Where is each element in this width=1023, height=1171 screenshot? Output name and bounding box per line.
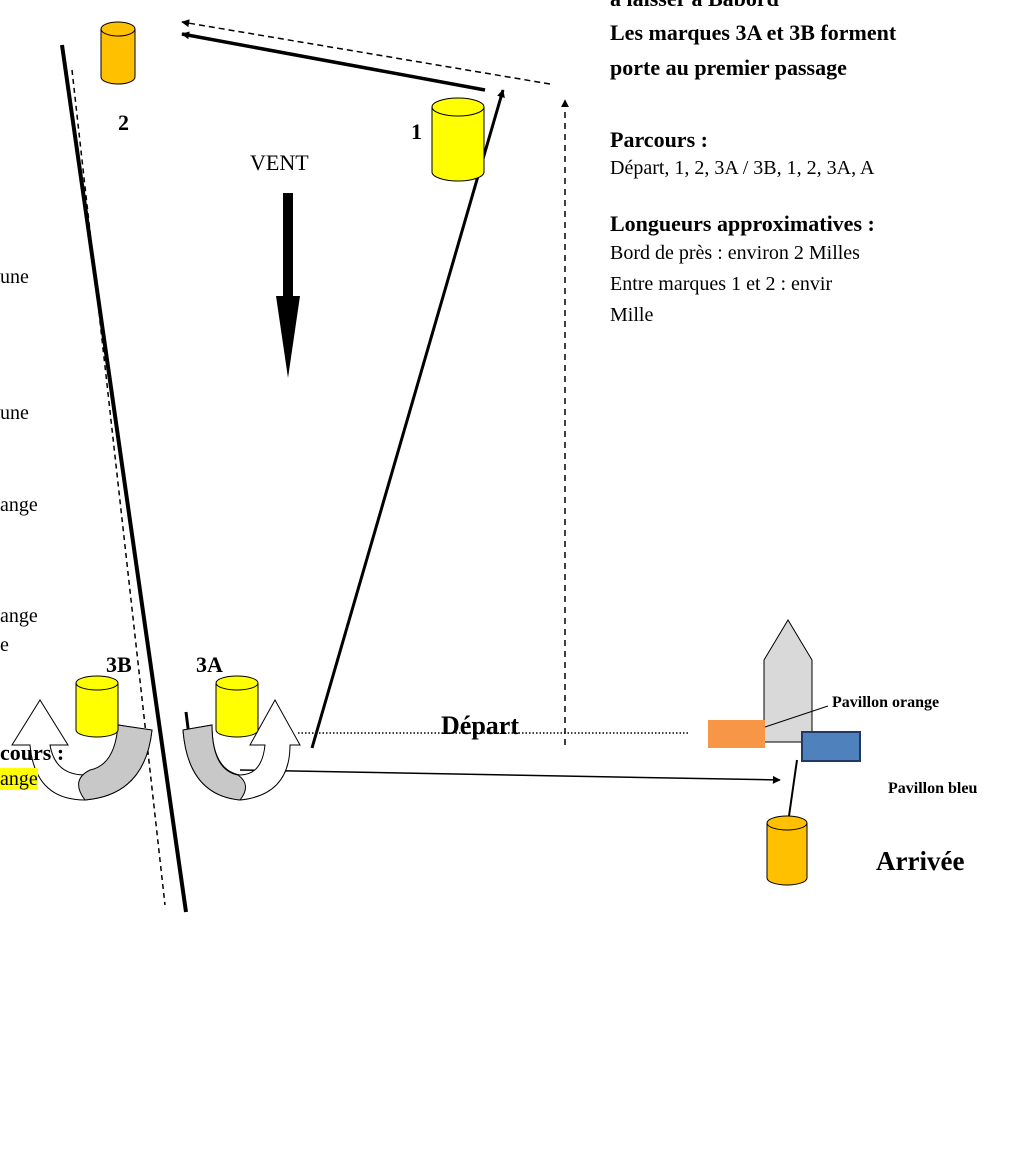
left-fragment-4: ange [0,605,38,627]
parcours-text: Départ, 1, 2, 3A / 3B, 1, 2, 3A, A [610,157,875,179]
committee-boat [763,619,813,743]
mark-1-label: 1 [411,119,422,144]
blue-flag [801,731,861,762]
longueur-line1: Bord de près : environ 2 Milles [610,242,860,264]
orange-flag-label: Pavillon orange [832,694,940,711]
wind-arrow [276,193,300,378]
header-line1: à laisser à Babord [610,0,779,12]
buoy-3a-yellow [215,675,259,738]
start-label: Départ [441,711,519,740]
highlight-text: ange [0,768,38,790]
longueur-line3: Mille [610,304,654,326]
mark-3b-label: 3B [106,652,132,677]
left-fragment-2: une [0,402,29,424]
orange-flag [708,720,765,748]
header-line2: Les marques 3A et 3B forment [610,20,897,45]
left-parcours-highlight: ange [0,768,38,791]
blue-flag-label: Pavillon bleu [888,780,978,797]
left-fragment-1: une [0,266,29,288]
leg-1-to-2 [181,31,486,92]
buoy-2-orange [100,21,136,85]
rounding-arrow-3a [182,698,301,801]
left-fragment-5: e [0,634,9,656]
buoy-finish-orange [766,815,808,886]
rounding-arrow-3b [11,699,153,801]
buoy-1-yellow [431,97,485,182]
longueur-line2: Entre marques 1 et 2 : envir [610,273,833,295]
leg-return-dashed [181,19,551,85]
orange-flag-pointer [764,705,829,728]
left-parcours-title: cours : [0,740,65,765]
mark-3a-label: 3A [196,652,223,677]
longueurs-title: Longueurs approximatives : [610,211,875,236]
parcours-title: Parcours : [610,127,708,152]
finish-leg [239,769,781,784]
finish-line [788,759,798,817]
leg-start-to-1 [310,89,505,749]
leg-2-to-3a [60,44,188,913]
header-line3: porte au premier passage [610,55,847,80]
finish-label: Arrivée [876,846,965,876]
mark-2-label: 2 [118,110,129,135]
wind-label: VENT [250,150,309,175]
buoy-3b-yellow [75,675,119,738]
left-fragment-3: ange [0,494,38,516]
